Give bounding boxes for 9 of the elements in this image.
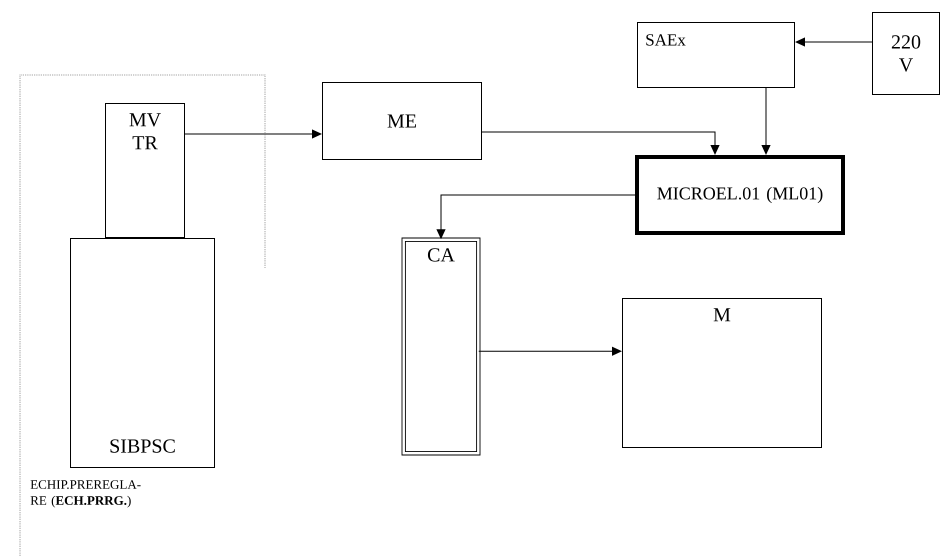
block-box: MV TR xyxy=(105,103,185,238)
block-box: M xyxy=(622,298,822,448)
block-box: ME xyxy=(322,82,482,160)
controller-box: MICROEL.01 (ML01) xyxy=(635,155,845,235)
block-box: 220 V xyxy=(872,12,940,95)
block-box: SIBPSC xyxy=(70,238,215,468)
group-label: ECHIP.PREREGLA- RE (ECH.PRRG.) xyxy=(30,480,141,508)
block-box: CA xyxy=(402,238,480,456)
block-box: SAEx xyxy=(637,22,795,88)
